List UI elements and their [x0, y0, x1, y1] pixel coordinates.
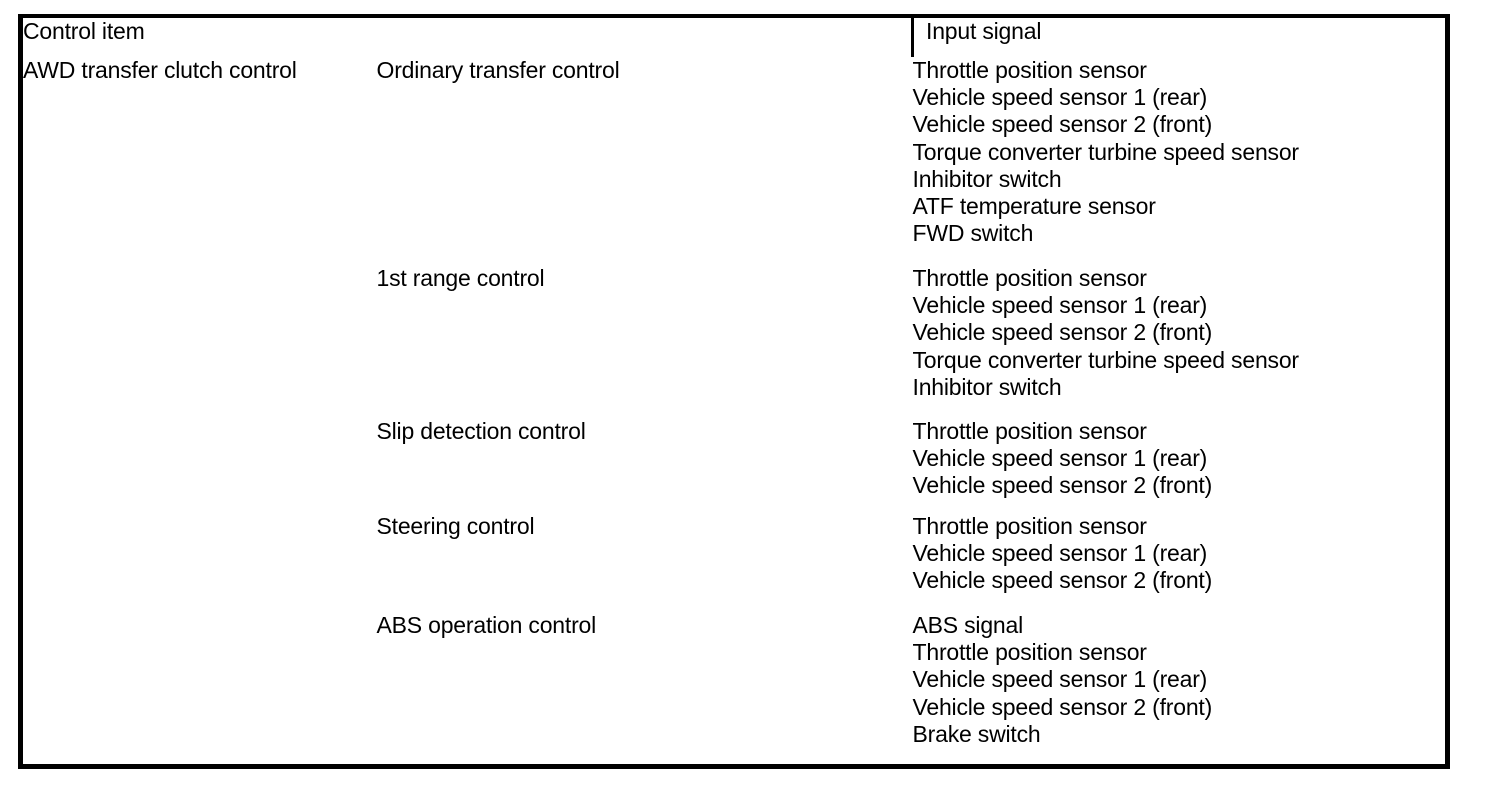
input-signal-list: Throttle position sensor Vehicle speed s…	[913, 265, 1448, 418]
table-row: Steering control Throttle position senso…	[21, 513, 1448, 612]
input-signal-item: Inhibitor switch	[912, 165, 1062, 192]
input-signal-list: Throttle position sensor Vehicle speed s…	[913, 513, 1448, 612]
input-signal-item: Vehicle speed sensor 1 (rear)	[912, 666, 1208, 693]
control-item-group-label: AWD transfer clutch control	[23, 57, 297, 83]
input-signal-item: Throttle position sensor	[912, 513, 1147, 539]
table-header: Control item Input signal	[21, 16, 1448, 57]
input-signal-item: Torque converter turbine speed sensor	[912, 346, 1300, 373]
sub-control-label: Steering control	[376, 513, 535, 539]
input-signal-list: ABS signal Throttle position sensor Vehi…	[913, 612, 1448, 767]
input-signal-item: Vehicle speed sensor 2 (front)	[912, 111, 1213, 138]
input-signal-item: Vehicle speed sensor 1 (rear)	[912, 84, 1208, 111]
table-body: AWD transfer clutch control Ordinary tra…	[21, 57, 1448, 767]
input-signal-item: Vehicle speed sensor 1 (rear)	[912, 445, 1208, 472]
input-signal-item: Throttle position sensor	[912, 639, 1147, 666]
input-signal-item: Vehicle speed sensor 2 (front)	[912, 693, 1213, 720]
input-signal-item: Brake switch	[912, 720, 1041, 747]
sub-control-label: 1st range control	[376, 265, 545, 291]
input-signal-item: ABS signal	[912, 612, 1024, 638]
input-signal-item: Vehicle speed sensor 1 (rear)	[912, 540, 1208, 567]
column-header-control-item: Control item	[23, 18, 145, 44]
table-header-row: Control item Input signal	[21, 16, 1448, 57]
input-signal-item: Inhibitor switch	[912, 373, 1062, 400]
input-signal-item: Vehicle speed sensor 2 (front)	[912, 319, 1213, 346]
table-row: 1st range control Throttle position sens…	[21, 265, 1448, 418]
table-row: Slip detection control Throttle position…	[21, 418, 1448, 513]
control-item-input-signal-table: Control item Input signal AWD transfer c…	[18, 14, 1450, 769]
table-row: AWD transfer clutch control Ordinary tra…	[21, 57, 1448, 265]
input-signal-item: ATF temperature sensor	[912, 193, 1156, 220]
input-signal-item: Throttle position sensor	[912, 418, 1147, 444]
input-signal-item: Vehicle speed sensor 1 (rear)	[912, 292, 1208, 319]
table-row: ABS operation control ABS signal Throttl…	[21, 612, 1448, 767]
sub-control-label: Ordinary transfer control	[376, 57, 620, 83]
column-header-input-signal: Input signal	[911, 16, 1448, 57]
sub-control-label: ABS operation control	[376, 612, 597, 638]
input-signal-item: Throttle position sensor	[912, 265, 1147, 291]
input-signal-list: Throttle position sensor Vehicle speed s…	[913, 418, 1448, 513]
spec-table-container: Control item Input signal AWD transfer c…	[18, 14, 1450, 769]
input-signal-item: Throttle position sensor	[912, 57, 1147, 83]
input-signal-item: FWD switch	[912, 220, 1034, 247]
input-signal-item: Vehicle speed sensor 2 (front)	[912, 567, 1213, 594]
sub-control-label: Slip detection control	[376, 418, 586, 444]
input-signal-item: Vehicle speed sensor 2 (front)	[912, 472, 1213, 499]
input-signal-item: Torque converter turbine speed sensor	[912, 138, 1300, 165]
input-signal-list: Throttle position sensor Vehicle speed s…	[913, 57, 1448, 265]
